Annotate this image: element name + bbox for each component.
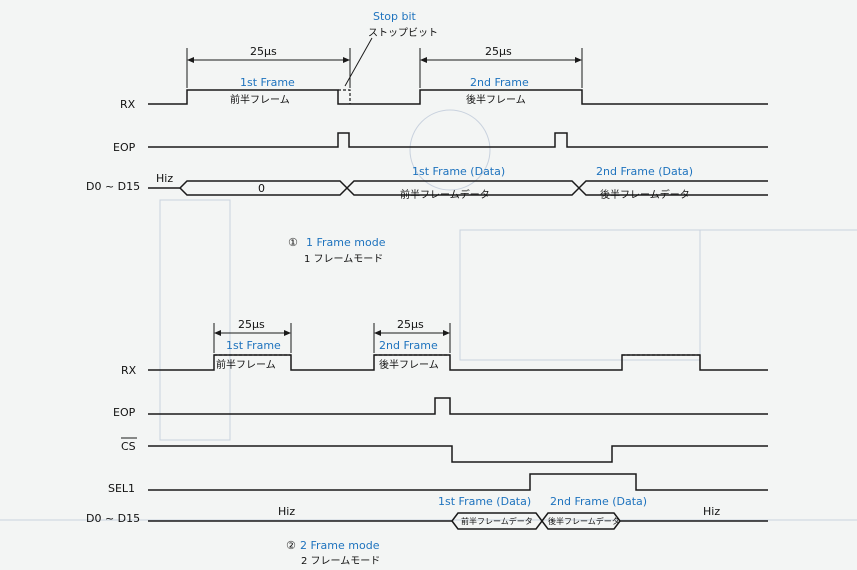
mode2-duration-2: 25µs xyxy=(397,318,424,331)
mode1-caption-number: ① xyxy=(288,236,298,249)
mode1-bus-top xyxy=(148,180,768,190)
mode1-duration-1: 25µs xyxy=(250,45,277,58)
mode1-stop-bit-jp: ストップビット xyxy=(368,27,438,39)
mode2-frame2-jp: 後半フレーム xyxy=(379,358,439,371)
mode1-data1-en: 1st Frame (Data) xyxy=(412,165,505,178)
mode2-data1-jp: 前半フレームデータ xyxy=(461,516,533,526)
mode1-stop-bit-en: Stop bit xyxy=(373,10,417,23)
mode2-sel1-label: SEL1 xyxy=(108,482,135,495)
mode1-data2-jp: 後半フレームデータ xyxy=(600,188,690,201)
mode1-data2-en: 2nd Frame (Data) xyxy=(596,165,693,178)
mode1-frame2-en: 2nd Frame xyxy=(470,76,529,89)
mode1-duration-2: 25µs xyxy=(485,45,512,58)
background-ghost-drawing xyxy=(0,109,857,521)
mode2-section: RX EOP CS SEL1 D0 ~ D15 Hiz Hiz 25µs 25µ… xyxy=(86,318,768,567)
mode1-rx-label: RX xyxy=(120,98,136,111)
mode2-d0d15-label: D0 ~ D15 xyxy=(86,512,140,525)
mode1-bus-zero: 0 xyxy=(258,182,265,195)
mode2-hiz-right: Hiz xyxy=(703,505,720,518)
mode1-frame1-en: 1st Frame xyxy=(240,76,295,89)
mode1-caption-en: 1 Frame mode xyxy=(306,236,386,249)
mode2-cs-label: CS xyxy=(121,440,136,453)
mode2-rx-label: RX xyxy=(121,364,137,377)
mode2-duration-1: 25µs xyxy=(238,318,265,331)
mode2-frame1-en: 1st Frame xyxy=(226,339,281,352)
mode2-caption-jp: 2 フレームモード xyxy=(301,555,380,567)
mode1-caption-jp: 1 フレームモード xyxy=(304,253,383,265)
mode1-eop-waveform xyxy=(148,132,768,148)
mode2-sel1-waveform xyxy=(148,473,768,491)
mode2-cs-waveform xyxy=(148,445,768,463)
mode2-caption-en: 2 Frame mode xyxy=(300,539,380,552)
mode1-frame2-jp: 後半フレーム xyxy=(466,93,526,106)
mode2-data2-jp: 後半フレームデータ xyxy=(548,516,620,526)
mode1-bus-bottom xyxy=(179,186,768,196)
mode2-bus-bottom xyxy=(451,519,621,530)
mode2-eop-label: EOP xyxy=(113,406,136,419)
mode1-frame1-jp: 前半フレーム xyxy=(230,93,290,106)
mode1-stop-bit-pulse xyxy=(338,89,351,104)
mode2-data1-en: 1st Frame (Data) xyxy=(438,495,531,508)
mode2-frame1-jp: 前半フレーム xyxy=(216,358,276,371)
mode1-hiz-label: Hiz xyxy=(156,172,173,185)
mode1-stop-bit-leader xyxy=(344,37,373,87)
mode1-eop-label: EOP xyxy=(113,141,136,154)
mode1-d0d15-label: D0 ~ D15 xyxy=(86,180,140,193)
mode2-data2-en: 2nd Frame (Data) xyxy=(550,495,647,508)
mode2-caption-number: ② xyxy=(286,539,296,552)
mode1-section: RX EOP D0 ~ D15 Hiz 0 25µs 25µs Stop bit… xyxy=(86,10,768,265)
mode2-frame2-en: 2nd Frame xyxy=(379,339,438,352)
mode2-hiz-left: Hiz xyxy=(278,505,295,518)
mode1-data1-jp: 前半フレームデータ xyxy=(400,188,490,201)
mode1-rx-waveform xyxy=(148,89,768,105)
mode2-eop-waveform xyxy=(148,397,768,415)
